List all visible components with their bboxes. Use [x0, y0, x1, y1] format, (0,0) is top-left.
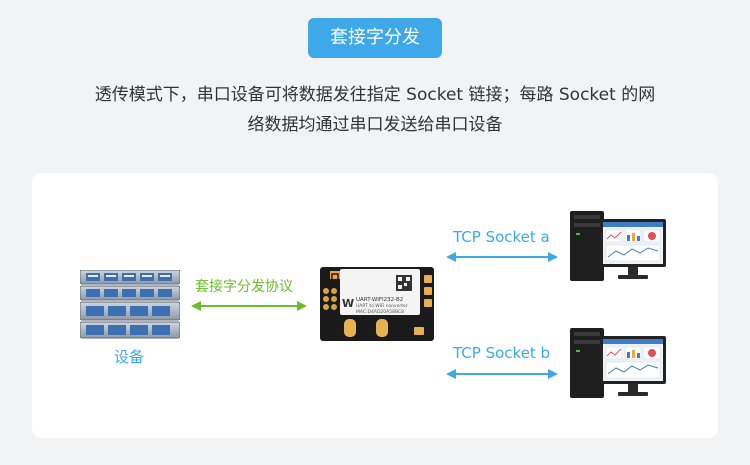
socket-b-arrow	[446, 365, 558, 384]
description-line-1: 透传模式下，串口设备可将数据发往指定 Socket 链接；每路 Socket 的…	[94, 85, 656, 105]
module-logo: W	[342, 297, 354, 310]
device-label: 设备	[114, 348, 145, 366]
socket-b-label: TCP Socket b	[453, 344, 551, 362]
protocol-label: 套接字分发协议	[195, 279, 293, 295]
socket-a-arrow	[446, 248, 558, 267]
description: 透传模式下，串口设备可将数据发往指定 Socket 链接；每路 Socket 的…	[20, 80, 730, 140]
socket-a-label: TCP Socket a	[453, 228, 550, 246]
page-title: 套接字分发	[308, 18, 442, 58]
rack-server-image	[79, 269, 181, 344]
module-model-text: UART-WIFI232-B2	[356, 297, 403, 303]
wifi-module-image: W UART-WIFI232-B2 UART to WiFi converter…	[320, 267, 434, 345]
computer-b-image	[566, 328, 668, 404]
module-mac-text: MAC:D4AD20A58BC8	[356, 309, 404, 315]
protocol-arrow	[191, 297, 307, 316]
diagram-panel: 设备 套接字分发协议 W UART-WIFI232-B2 UART to WiF…	[32, 173, 718, 438]
module-subtitle-text: UART to WiFi converter	[356, 303, 408, 309]
computer-a-image	[566, 211, 668, 287]
description-line-2: 络数据均通过串口发送给串口设备	[247, 115, 503, 135]
